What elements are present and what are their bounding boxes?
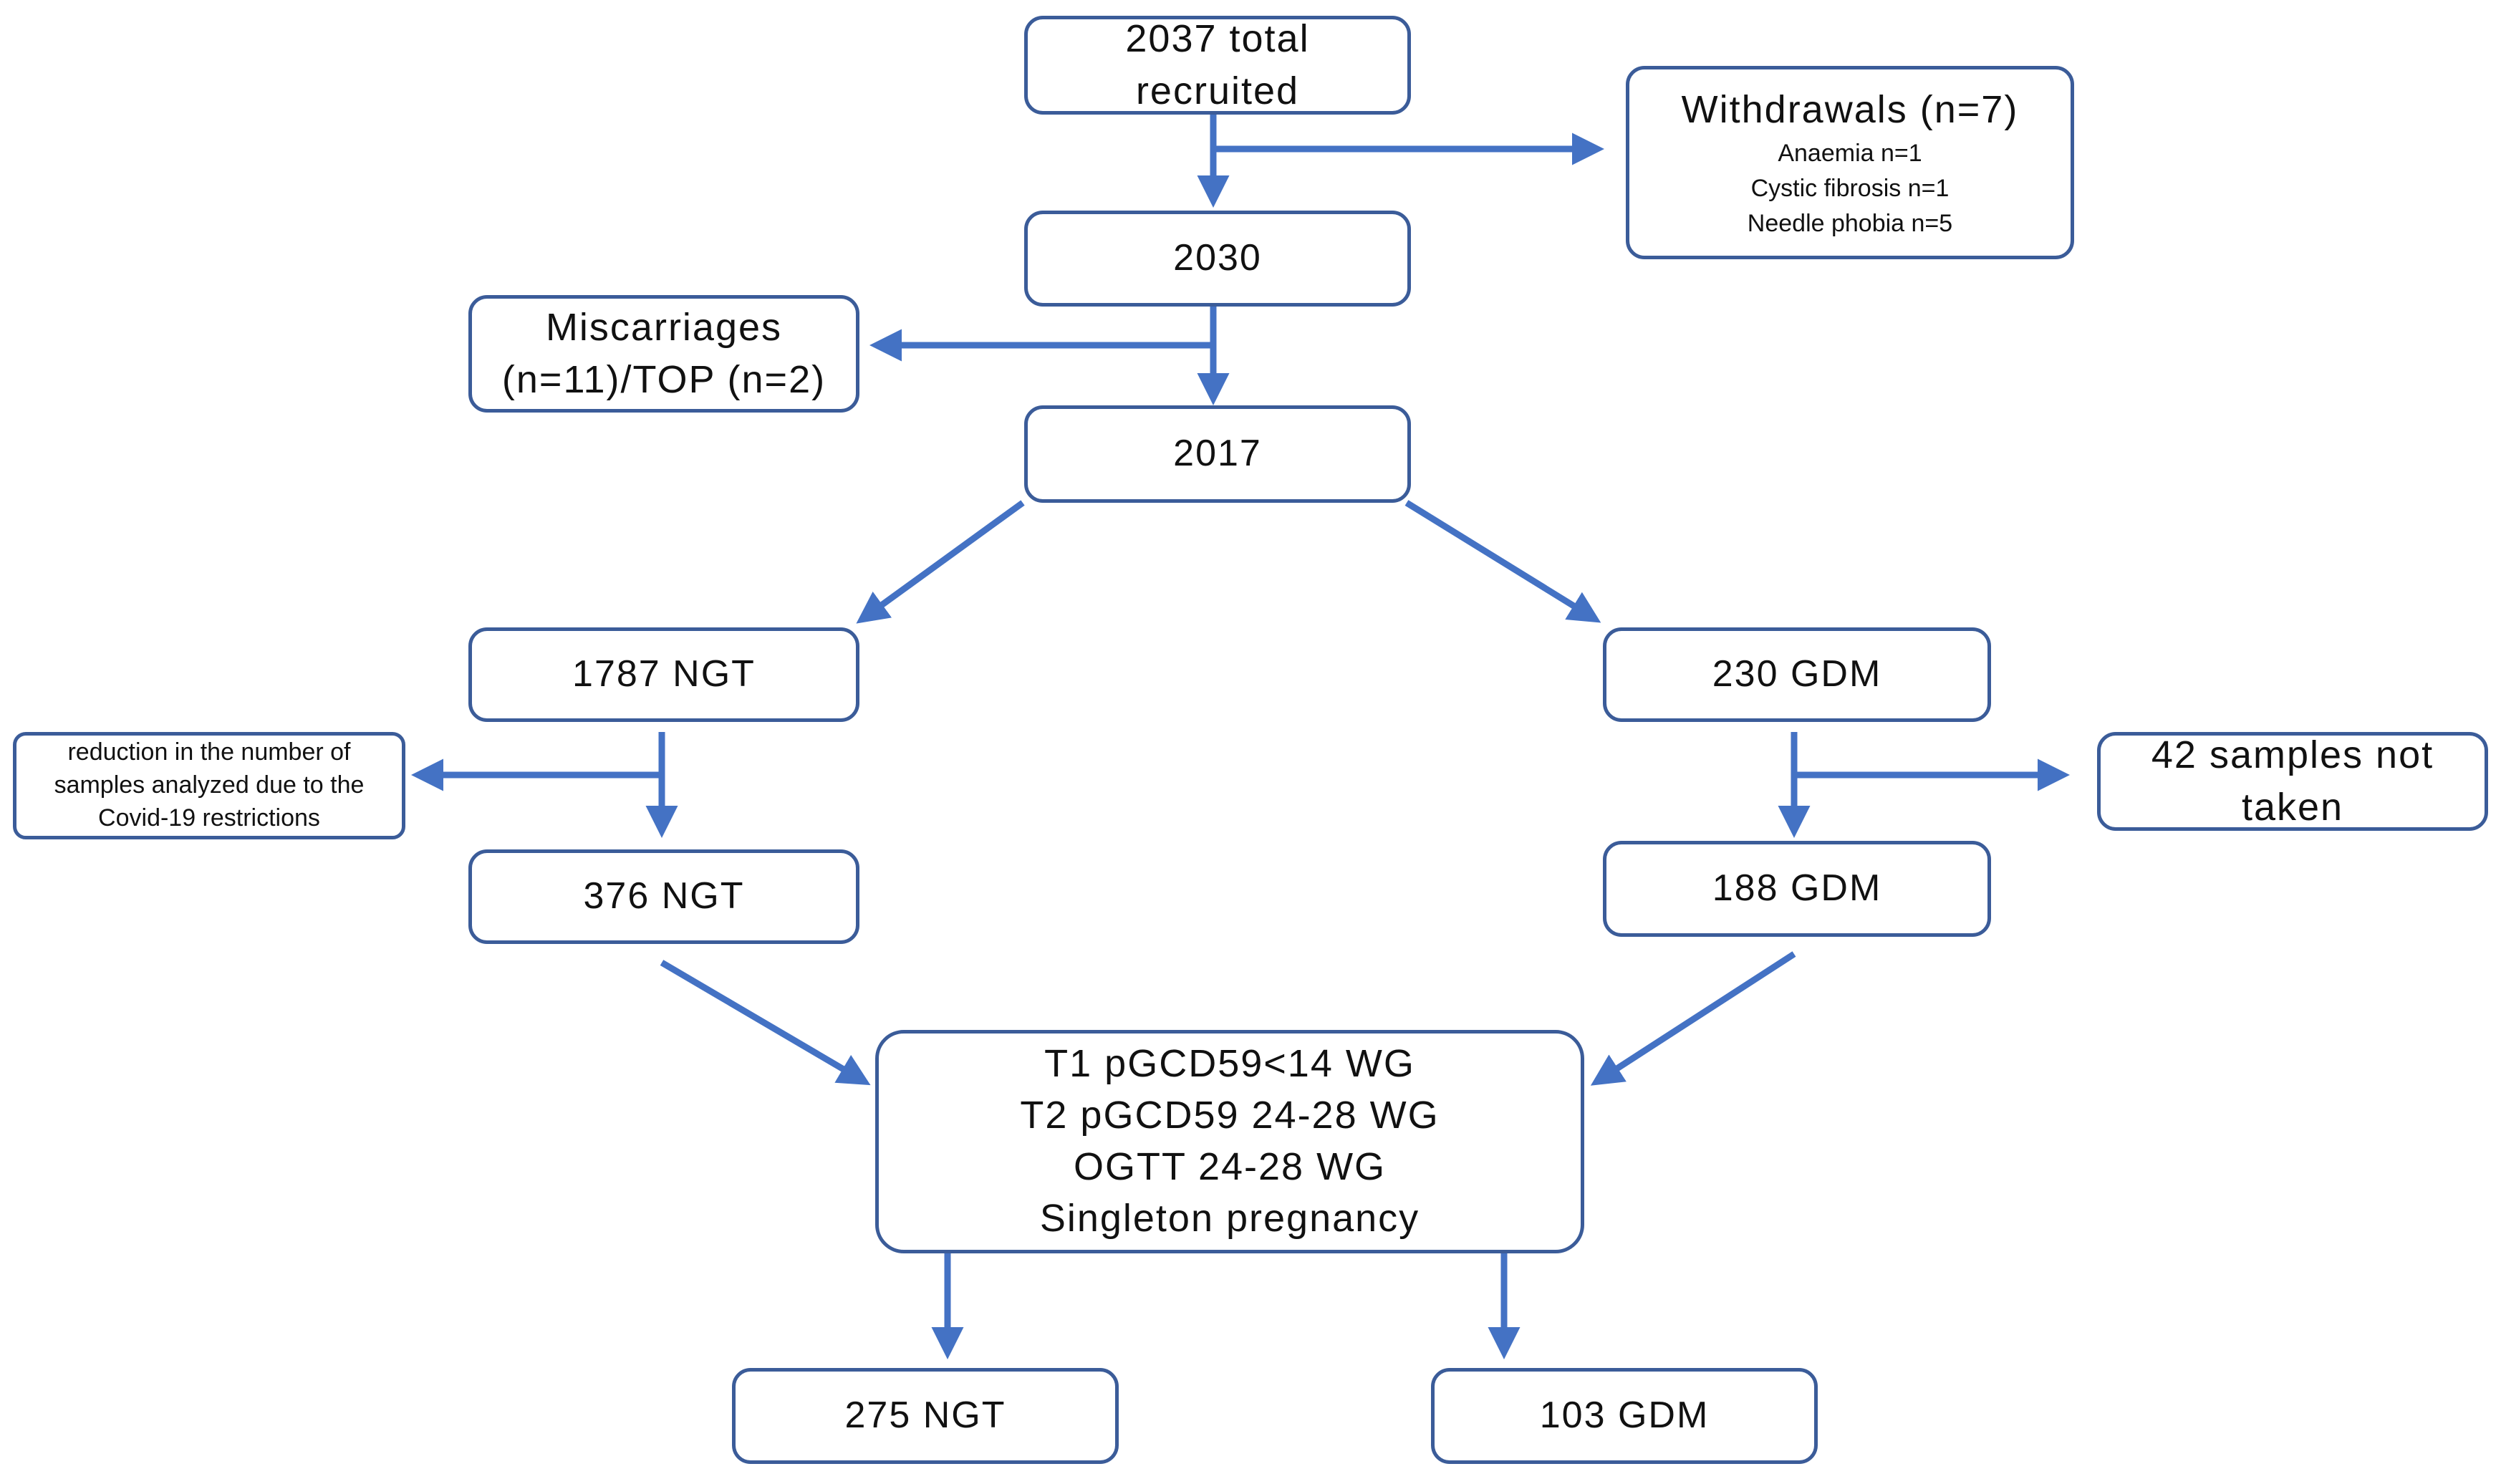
box-2030: 2030: [1024, 211, 1411, 307]
label-230-gdm: 230 GDM: [1712, 653, 1882, 695]
criteria-3: OGTT 24-28 WG: [1073, 1145, 1387, 1188]
arrow-376-to-criteria: [660, 960, 871, 1086]
arrow-188-to-criteria: [1590, 951, 1796, 1086]
box-103-gdm: 103 GDM: [1431, 1368, 1818, 1464]
arrow-2017-to-ngt: [856, 500, 1025, 624]
withdrawals-reason-2: Cystic fibrosis n=1: [1750, 174, 1950, 202]
label-188-gdm: 188 GDM: [1712, 867, 1882, 910]
covid-line-1: reduction in the number of: [67, 738, 351, 766]
withdrawals-reason-1: Anaemia n=1: [1778, 139, 1922, 167]
arrow-2017-to-gdm: [1404, 500, 1601, 623]
box-covid-reduction: reduction in the number of samples analy…: [13, 732, 405, 839]
label-275-ngt: 275 NGT: [844, 1394, 1006, 1437]
box-total-recruited: 2037 total recruited: [1024, 16, 1411, 115]
label-1787-ngt: 1787 NGT: [572, 653, 756, 695]
label-2030: 2030: [1173, 237, 1262, 279]
not-taken-line-1: 42 samples not: [2151, 733, 2434, 777]
label-2017: 2017: [1173, 433, 1262, 475]
box-withdrawals: Withdrawals (n=7) Anaemia n=1 Cystic fib…: [1626, 66, 2074, 259]
total-line-1: 2037 total: [1125, 17, 1310, 61]
miscarriages-line-2: (n=11)/TOP (n=2): [501, 358, 827, 401]
box-miscarriages: Miscarriages (n=11)/TOP (n=2): [468, 295, 859, 413]
withdrawals-reason-3: Needle phobia n=5: [1747, 210, 1953, 238]
box-376-ngt: 376 NGT: [468, 849, 859, 944]
box-inclusion-criteria: T1 pGCD59<14 WG T2 pGCD59 24-28 WG OGTT …: [875, 1030, 1584, 1253]
label-103-gdm: 103 GDM: [1539, 1394, 1710, 1437]
box-2017: 2017: [1024, 405, 1411, 503]
covid-line-3: Covid-19 restrictions: [98, 804, 320, 832]
total-line-2: recruited: [1135, 69, 1300, 112]
box-samples-not-taken: 42 samples not taken: [2097, 732, 2488, 831]
criteria-1: T1 pGCD59<14 WG: [1044, 1042, 1415, 1086]
label-376-ngt: 376 NGT: [583, 875, 745, 917]
miscarriages-line-1: Miscarriages: [545, 306, 783, 350]
criteria-2: T2 pGCD59 24-28 WG: [1020, 1094, 1440, 1137]
not-taken-line-2: taken: [2241, 786, 2344, 829]
covid-line-2: samples analyzed due to the: [54, 771, 365, 799]
box-275-ngt: 275 NGT: [732, 1368, 1119, 1464]
withdrawals-title: Withdrawals (n=7): [1681, 87, 2019, 131]
box-230-gdm: 230 GDM: [1603, 627, 1991, 722]
box-1787-ngt: 1787 NGT: [468, 627, 859, 722]
criteria-4: Singleton pregnancy: [1039, 1196, 1420, 1240]
box-188-gdm: 188 GDM: [1603, 841, 1991, 937]
